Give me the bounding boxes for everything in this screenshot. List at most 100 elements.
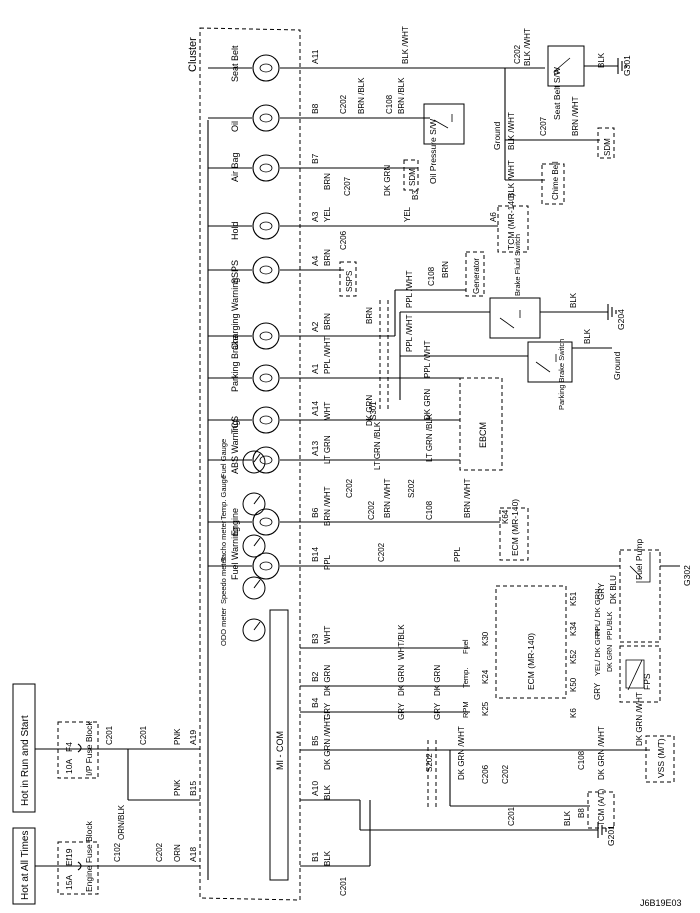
engine-fuse-block: [57, 841, 99, 895]
connector-k25: K25: [481, 701, 490, 716]
wire-ppl-wht-4: PPL /WHT: [323, 336, 332, 374]
cluster-outline: [199, 27, 301, 901]
ground-parking: Ground: [612, 351, 622, 380]
wire-brn-wht-2: BRN /WHT: [383, 478, 392, 518]
chime-bell-label: Chime Bell: [551, 161, 560, 200]
ground-g301: G301: [622, 55, 632, 76]
wire-wht-blk: WHT/BLK: [397, 624, 406, 660]
pin-b7: B7: [310, 153, 320, 164]
lamp-label: Parking Brake: [230, 335, 240, 392]
wire-blk-g201: BLK: [563, 810, 572, 826]
pin-a1: A1: [310, 363, 320, 374]
wire-gry-fuel: GRY: [597, 582, 606, 600]
gauge-label: Temp. Gauge: [219, 475, 228, 520]
pin-b14: B14: [310, 547, 320, 562]
ip-fuse-block: [57, 721, 99, 779]
connector-k51: K51: [569, 591, 578, 606]
wire-ppl-wht-3: PPL /WHT: [423, 340, 432, 378]
wire-lt-grn-1: LT GRN: [323, 435, 332, 464]
wire-dk-blu: DK BLU: [609, 575, 618, 604]
ecm-temp-label: Temp.: [461, 668, 470, 688]
wire-dk-grn-gauge-3: DK GRN: [433, 665, 442, 696]
connector-c206: C206: [339, 230, 348, 250]
cluster-label: Cluster: [187, 37, 199, 72]
wire-ppl-1: PPL: [323, 554, 332, 570]
connector-c108-vss: C108: [577, 750, 586, 770]
lamp-fuel-warning: Fuel Warning: [208, 527, 300, 580]
wire-brn-charging: BRN: [323, 313, 332, 330]
lamp-tcs: TCS: [208, 406, 300, 434]
wire-brn-airbag: BRN: [323, 173, 332, 190]
ip-fuse-id: F4: [64, 742, 74, 752]
connector-c201-b: C201: [139, 725, 148, 745]
fuel-pump-box: [619, 549, 661, 643]
ecm-mr140-box-bottom: [495, 585, 567, 699]
connector-b3: B3: [411, 190, 420, 200]
pin-a18: A18: [188, 847, 198, 862]
wire-blk-fluid: BLK: [569, 292, 578, 308]
wire-dk-grn-wht-4: DK GRN /WHT: [635, 692, 644, 746]
micom-block: [269, 609, 289, 881]
connector-k34: K34: [569, 621, 578, 636]
fps-label: FPS: [642, 673, 652, 690]
brake-fluid-switch-label: Brake Fluid Switch: [513, 234, 522, 296]
wire-pnk-label-2: PNK: [173, 728, 182, 745]
connector-c201-bottom: C201: [339, 876, 348, 896]
fps-box: [619, 645, 661, 703]
gauge-tacho-meter: Tacho meter: [219, 520, 266, 562]
pin-b1: B1: [310, 851, 320, 862]
ip-fuse-block-label: I/P Fuse Block: [84, 721, 94, 776]
ebcm-label: EBCM: [478, 422, 488, 448]
wire-blk-b1: BLK: [323, 850, 332, 866]
wire-ppl-wht-1: PPL /WHT: [405, 270, 414, 308]
sdm-label-2: SDM: [603, 138, 612, 156]
hot-in-run-and-start-label: Hot in Run and Start: [20, 715, 31, 806]
wire-brn-vertical: BRN: [365, 307, 374, 324]
gauge-odo-meter: ODO meter: [219, 607, 266, 646]
wire-yel-2: YEL: [403, 206, 412, 222]
wire-lt-grn-blk-2: LT GRN /BLK: [425, 413, 434, 462]
connector-c201-g201: C201: [507, 806, 516, 826]
gauge-speedo-meter: Speedo meter: [219, 556, 266, 604]
chime-bell-box: [541, 163, 565, 205]
connector-k52: K52: [569, 649, 578, 664]
wire-gry-gauge-2: GRY: [397, 702, 406, 720]
wire-dk-grn-wht-1: DK GRN /WHT: [323, 716, 332, 770]
connector-k6: K6: [569, 708, 578, 718]
wire-blk-a10: BLK: [323, 784, 332, 800]
pin-a13: A13: [310, 441, 320, 456]
fuel-pump-label: Fuel Pump: [634, 539, 644, 580]
pin-a2: A2: [310, 321, 320, 332]
wire-blk-wht-chime: BLK /WHT: [507, 160, 516, 198]
ecm-mr140-box-top: [499, 507, 529, 561]
connector-s301: S301: [369, 401, 378, 420]
connector-c202-engine: C202: [367, 500, 376, 520]
engine-fuse-id: Ef19: [64, 848, 74, 866]
wire-blk-wht-2: BLK /WHT: [523, 28, 532, 66]
wire-blk-parking: BLK: [583, 328, 592, 344]
diagram-code: J6B19E03: [640, 898, 682, 908]
ecm-mr140-label-bottom: ECM (MR-140): [526, 633, 536, 690]
pin-b8: B8: [310, 103, 320, 114]
wire-wht-gauge: WHT: [323, 626, 332, 644]
vss-label: VSS (M/T): [656, 738, 666, 778]
wire-brn-ssps: BRN: [323, 249, 332, 266]
wire-pnk-label-1: PNK: [173, 779, 182, 796]
pin-a19: A19: [188, 730, 198, 745]
seat-belt-sw-label: Seat Belt S/W: [552, 67, 562, 120]
connector-b8: B8: [577, 808, 586, 818]
connector-c202-a: C202: [155, 842, 164, 862]
connector-c102: C102: [113, 842, 122, 862]
connector-k50: K50: [569, 677, 578, 692]
lamp-air-bag: Air Bag: [208, 152, 300, 182]
gauge-label: Tacho meter: [219, 520, 228, 562]
wire-dk-grn-airbag: DK GRN: [383, 165, 392, 196]
gauge-temp-gauge: Temp. Gauge: [219, 475, 266, 520]
pin-a10: A10: [310, 781, 320, 796]
connector-a6: A6: [489, 212, 498, 222]
micom-label: MI - COM: [275, 731, 285, 770]
lamp-abs-warning: ABS Warning: [208, 420, 300, 474]
sdm-box-2: [597, 127, 615, 159]
ground-g201: G201: [606, 825, 616, 846]
connector-c202-seat: C202: [513, 44, 522, 64]
